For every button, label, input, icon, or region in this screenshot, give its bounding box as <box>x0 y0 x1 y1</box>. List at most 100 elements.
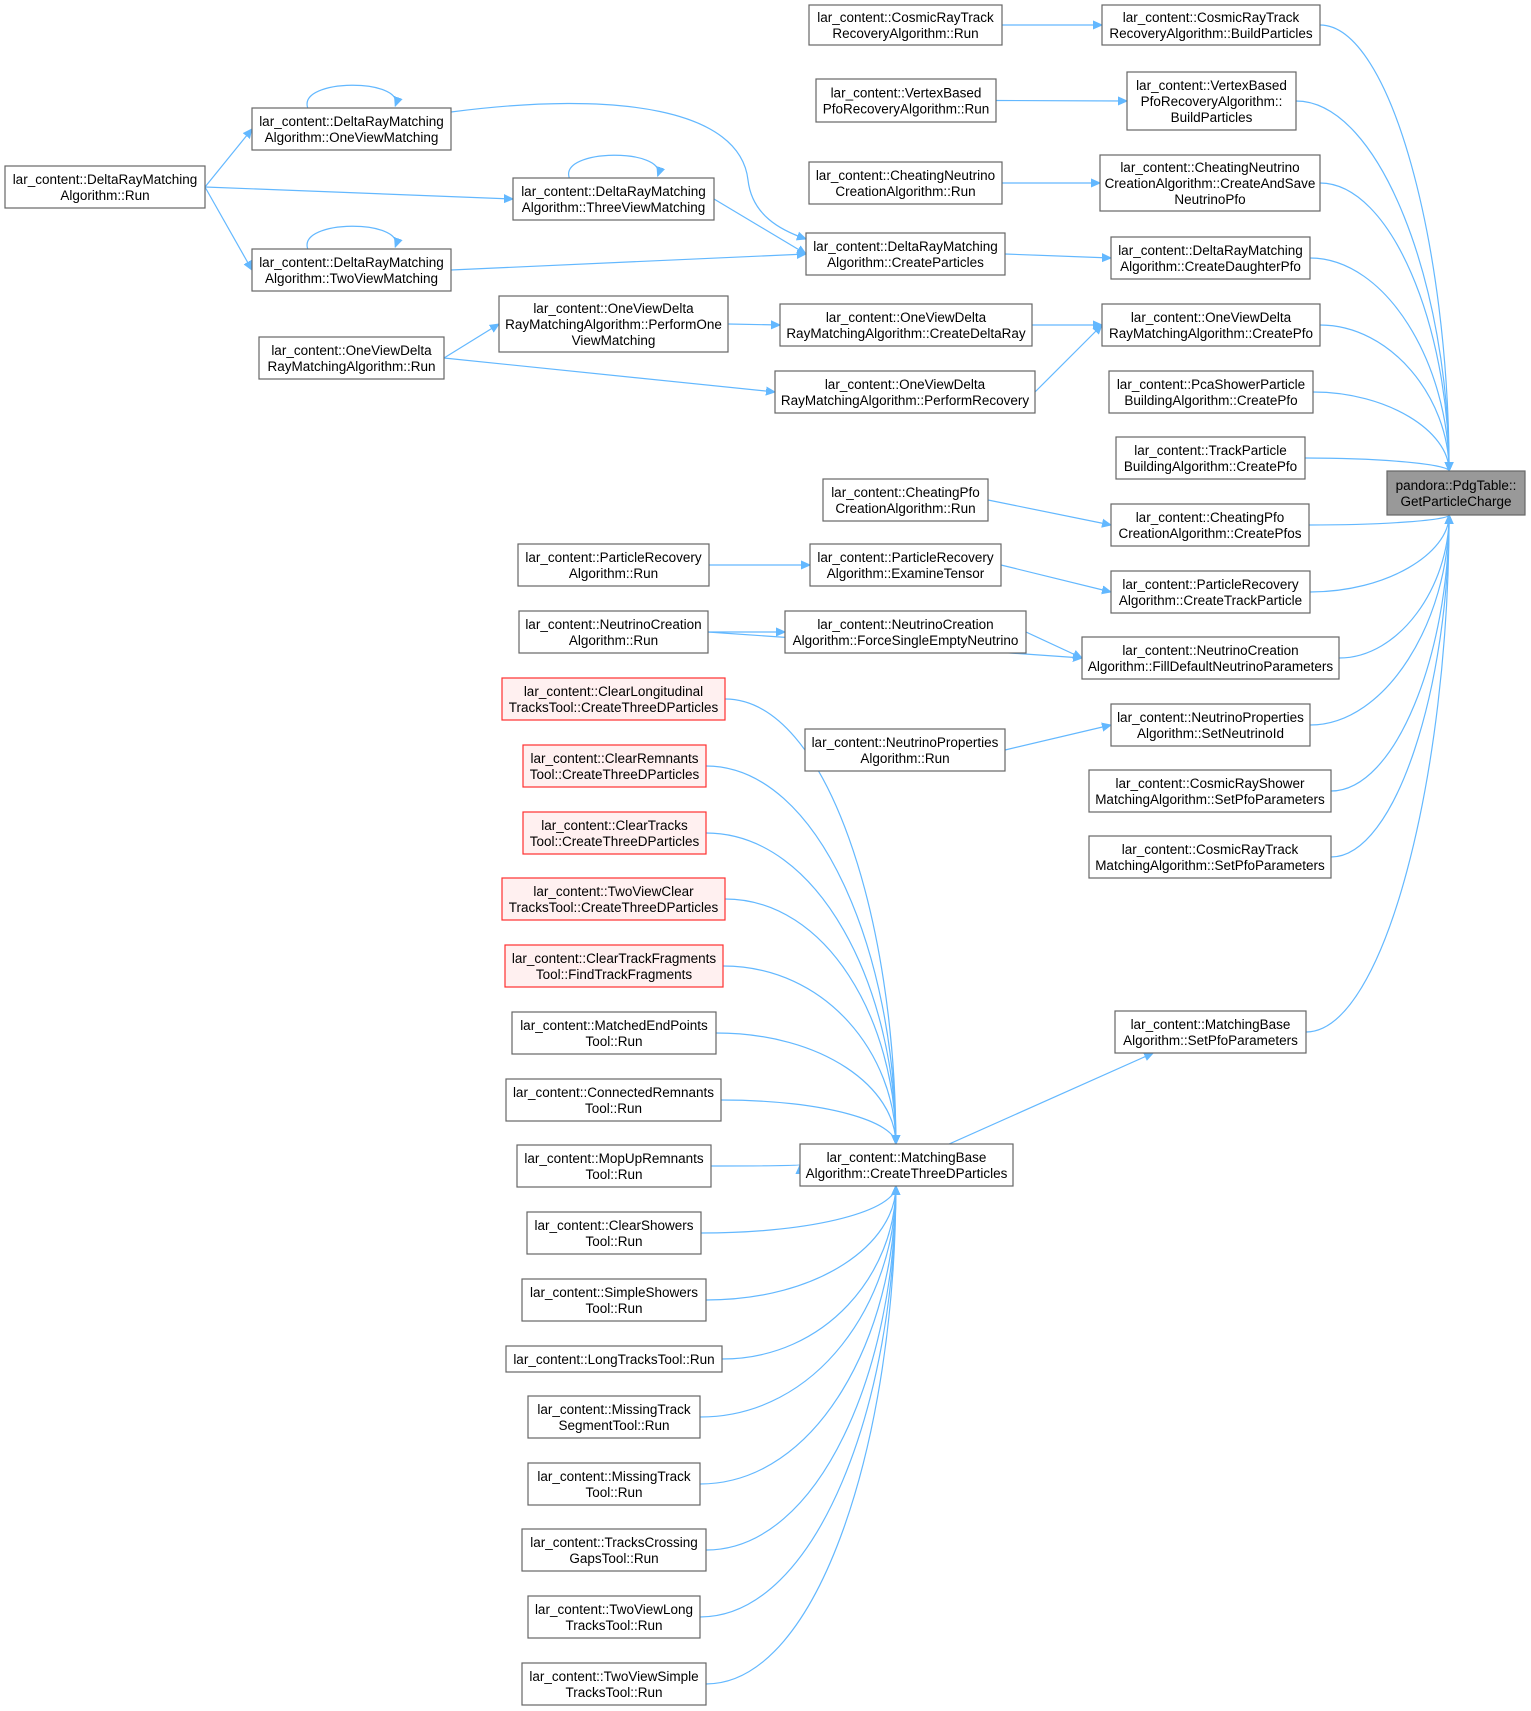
node-box[interactable] <box>799 1143 1014 1187</box>
node-mts_run[interactable]: lar_content::MissingTrackSegmentTool::Ru… <box>527 1395 701 1439</box>
node-box[interactable] <box>505 1078 722 1122</box>
node-nc_fdnp[interactable]: lar_content::NeutrinoCreationAlgorithm::… <box>1081 636 1340 680</box>
node-box[interactable] <box>808 161 1003 205</box>
node-pr_ctp[interactable]: lar_content::ParticleRecoveryAlgorithm::… <box>1110 570 1311 614</box>
node-cl_ctdp[interactable]: lar_content::ClearLongitudinalTracksTool… <box>501 677 726 721</box>
node-box[interactable] <box>809 543 1002 587</box>
node-ovdr_run[interactable]: lar_content::OneViewDeltaRayMatchingAlgo… <box>258 336 445 380</box>
node-box[interactable] <box>501 877 726 921</box>
node-box[interactable] <box>527 1595 701 1639</box>
node-box[interactable] <box>1110 570 1311 614</box>
node-ct_ctdp[interactable]: lar_content::ClearTracksTool::CreateThre… <box>522 811 707 855</box>
node-root[interactable]: pandora::PdgTable::GetParticleCharge <box>1386 470 1526 516</box>
node-box[interactable] <box>1108 370 1314 414</box>
node-box[interactable] <box>505 1345 723 1373</box>
node-box[interactable] <box>805 232 1006 276</box>
node-nc_run[interactable]: lar_content::NeutrinoCreationAlgorithm::… <box>518 610 709 654</box>
node-box[interactable] <box>512 177 715 221</box>
node-box[interactable] <box>1081 636 1340 680</box>
node-box[interactable] <box>774 370 1036 414</box>
node-vbpr_run[interactable]: lar_content::VertexBasedPfoRecoveryAlgor… <box>815 78 997 123</box>
node-lt_run[interactable]: lar_content::LongTracksTool::Run <box>505 1345 723 1373</box>
node-pr_run[interactable]: lar_content::ParticleRecoveryAlgorithm::… <box>517 543 710 587</box>
node-box[interactable] <box>516 1144 712 1188</box>
node-crtr_bp[interactable]: lar_content::CosmicRayTrackRecoveryAlgor… <box>1101 4 1321 46</box>
node-pr_et[interactable]: lar_content::ParticleRecoveryAlgorithm::… <box>809 543 1002 587</box>
node-box[interactable] <box>527 1462 701 1506</box>
node-box[interactable] <box>251 248 452 292</box>
node-mb_ctdp[interactable]: lar_content::MatchingBaseAlgorithm::Crea… <box>799 1143 1014 1187</box>
node-ovdr_povm[interactable]: lar_content::OneViewDeltaRayMatchingAlgo… <box>498 295 729 353</box>
node-crtr_run[interactable]: lar_content::CosmicRayTrackRecoveryAlgor… <box>808 4 1003 46</box>
node-nc_fsen[interactable]: lar_content::NeutrinoCreationAlgorithm::… <box>784 610 1027 654</box>
node-drm_tvm3[interactable]: lar_content::DeltaRayMatchingAlgorithm::… <box>512 177 715 221</box>
node-ctf_ftf[interactable]: lar_content::ClearTrackFragmentsTool::Fi… <box>504 944 724 988</box>
node-cpfo_cps[interactable]: lar_content::CheatingPfoCreationAlgorith… <box>1110 503 1310 547</box>
node-mb_spp[interactable]: lar_content::MatchingBaseAlgorithm::SetP… <box>1114 1010 1307 1054</box>
node-box[interactable] <box>1110 703 1311 747</box>
node-box[interactable] <box>251 107 452 151</box>
node-crsm_spp[interactable]: lar_content::CosmicRayShowerMatchingAlgo… <box>1088 769 1332 813</box>
node-drm_cdp[interactable]: lar_content::DeltaRayMatchingAlgorithm::… <box>1110 236 1311 280</box>
node-drm_cp[interactable]: lar_content::DeltaRayMatchingAlgorithm::… <box>805 232 1006 276</box>
node-box[interactable] <box>1101 4 1321 46</box>
node-box[interactable] <box>1088 835 1332 879</box>
node-ovdr_cpfo[interactable]: lar_content::OneViewDeltaRayMatchingAlgo… <box>1101 303 1321 347</box>
node-box[interactable] <box>504 944 724 988</box>
node-cn_cas[interactable]: lar_content::CheatingNeutrinoCreationAlg… <box>1099 154 1321 212</box>
node-box[interactable] <box>522 744 707 788</box>
node-box[interactable] <box>511 1011 717 1055</box>
node-box[interactable] <box>517 543 710 587</box>
node-box[interactable] <box>518 610 709 654</box>
node-box[interactable] <box>258 336 445 380</box>
node-box[interactable] <box>779 303 1033 347</box>
node-crtm_spp[interactable]: lar_content::CosmicRayTrackMatchingAlgor… <box>1088 835 1332 879</box>
node-ovdr_pr[interactable]: lar_content::OneViewDeltaRayMatchingAlgo… <box>774 370 1036 414</box>
node-box[interactable] <box>521 1528 707 1572</box>
node-tvct_ctdp[interactable]: lar_content::TwoViewClearTracksTool::Cre… <box>501 877 726 921</box>
node-box[interactable] <box>501 677 726 721</box>
node-tvst_run[interactable]: lar_content::TwoViewSimpleTracksTool::Ru… <box>521 1662 707 1706</box>
node-vbpr_bp[interactable]: lar_content::VertexBasedPfoRecoveryAlgor… <box>1126 71 1297 131</box>
node-box[interactable] <box>815 78 997 123</box>
node-tp_cp[interactable]: lar_content::TrackParticleBuildingAlgori… <box>1115 436 1306 480</box>
node-box[interactable] <box>1114 1010 1307 1054</box>
node-box[interactable] <box>1101 303 1321 347</box>
node-box[interactable] <box>784 610 1027 654</box>
node-np_run[interactable]: lar_content::NeutrinoPropertiesAlgorithm… <box>804 728 1006 772</box>
node-drm_tvm2[interactable]: lar_content::DeltaRayMatchingAlgorithm::… <box>251 248 452 292</box>
node-pca_cp[interactable]: lar_content::PcaShowerParticleBuildingAl… <box>1108 370 1314 414</box>
node-drm_ovm[interactable]: lar_content::DeltaRayMatchingAlgorithm::… <box>251 107 452 151</box>
node-box[interactable] <box>822 478 989 522</box>
node-box[interactable] <box>1386 470 1526 516</box>
node-np_sni[interactable]: lar_content::NeutrinoPropertiesAlgorithm… <box>1110 703 1311 747</box>
node-box[interactable] <box>1115 436 1306 480</box>
node-box[interactable] <box>808 4 1003 46</box>
node-box[interactable] <box>521 1278 707 1322</box>
node-box[interactable] <box>804 728 1006 772</box>
node-ovdr_cdr[interactable]: lar_content::OneViewDeltaRayMatchingAlgo… <box>779 303 1033 347</box>
node-cr_ctdp[interactable]: lar_content::ClearRemnantsTool::CreateTh… <box>522 744 707 788</box>
node-box[interactable] <box>498 295 729 353</box>
node-box[interactable] <box>1126 71 1297 131</box>
node-box[interactable] <box>521 1662 707 1706</box>
node-box[interactable] <box>1110 236 1311 280</box>
node-drm_run[interactable]: lar_content::DeltaRayMatchingAlgorithm::… <box>4 165 206 209</box>
node-box[interactable] <box>1088 769 1332 813</box>
node-box[interactable] <box>526 1211 702 1255</box>
node-box[interactable] <box>1099 154 1321 212</box>
node-box[interactable] <box>522 811 707 855</box>
node-cpfo_run[interactable]: lar_content::CheatingPfoCreationAlgorith… <box>822 478 989 522</box>
node-box[interactable] <box>1110 503 1310 547</box>
node-cn_run[interactable]: lar_content::CheatingNeutrinoCreationAlg… <box>808 161 1003 205</box>
node-box[interactable] <box>4 165 206 209</box>
node-box[interactable] <box>527 1395 701 1439</box>
